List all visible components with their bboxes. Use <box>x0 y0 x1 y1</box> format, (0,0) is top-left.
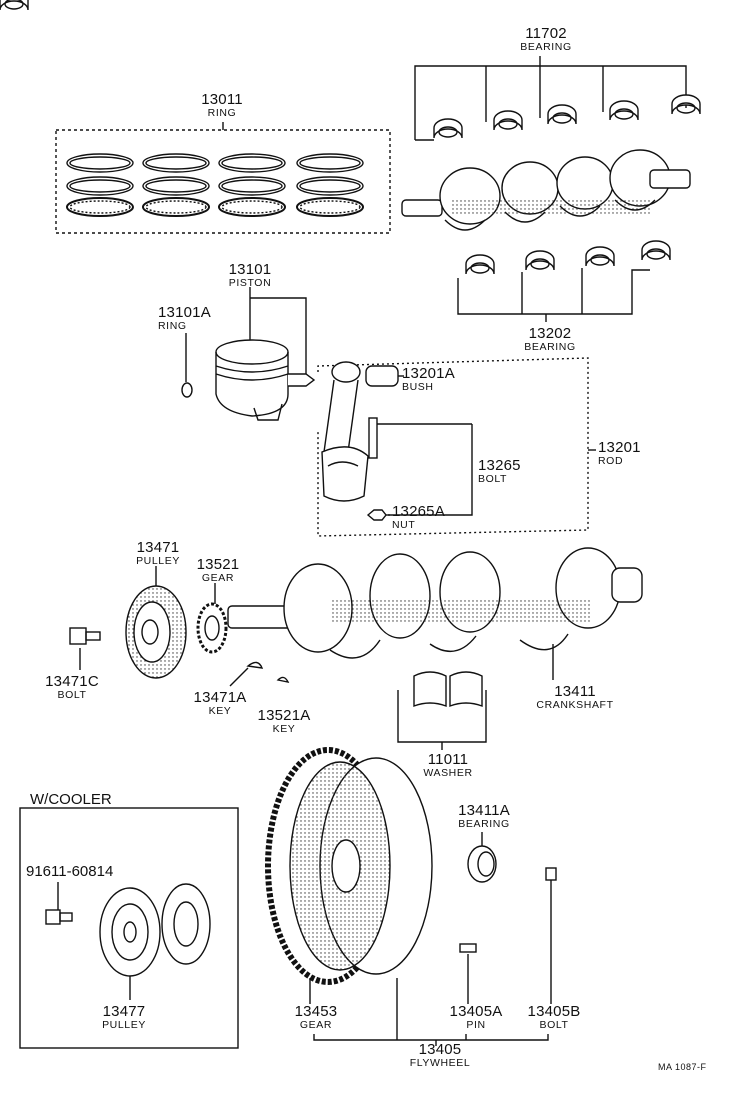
flywheel-assembly <box>265 747 549 1046</box>
pilot-bearing <box>467 832 497 883</box>
flywheel-pin <box>459 943 477 1004</box>
rod-bearing-group <box>457 240 671 322</box>
thrust-washers <box>397 671 487 750</box>
piston-ring-set <box>55 122 391 234</box>
pulley-bolt <box>69 627 101 670</box>
main-crankshaft <box>227 547 643 680</box>
flywheel-bolt <box>545 867 557 1004</box>
snap-ring <box>181 333 193 398</box>
crank-pulley <box>125 566 187 679</box>
cooler-box-title: W/COOLER <box>30 791 112 808</box>
piston <box>215 287 316 421</box>
figure-code: MA 1087-F <box>658 1062 707 1072</box>
upper-crankshaft <box>401 149 691 231</box>
cooler-box <box>19 807 239 1049</box>
timing-gear <box>196 583 228 654</box>
main-bearing-group <box>0 0 701 141</box>
connecting-rod-assembly <box>317 357 596 537</box>
label-cooler-bolt: 91611-60814 <box>26 863 114 880</box>
keys <box>229 661 290 687</box>
